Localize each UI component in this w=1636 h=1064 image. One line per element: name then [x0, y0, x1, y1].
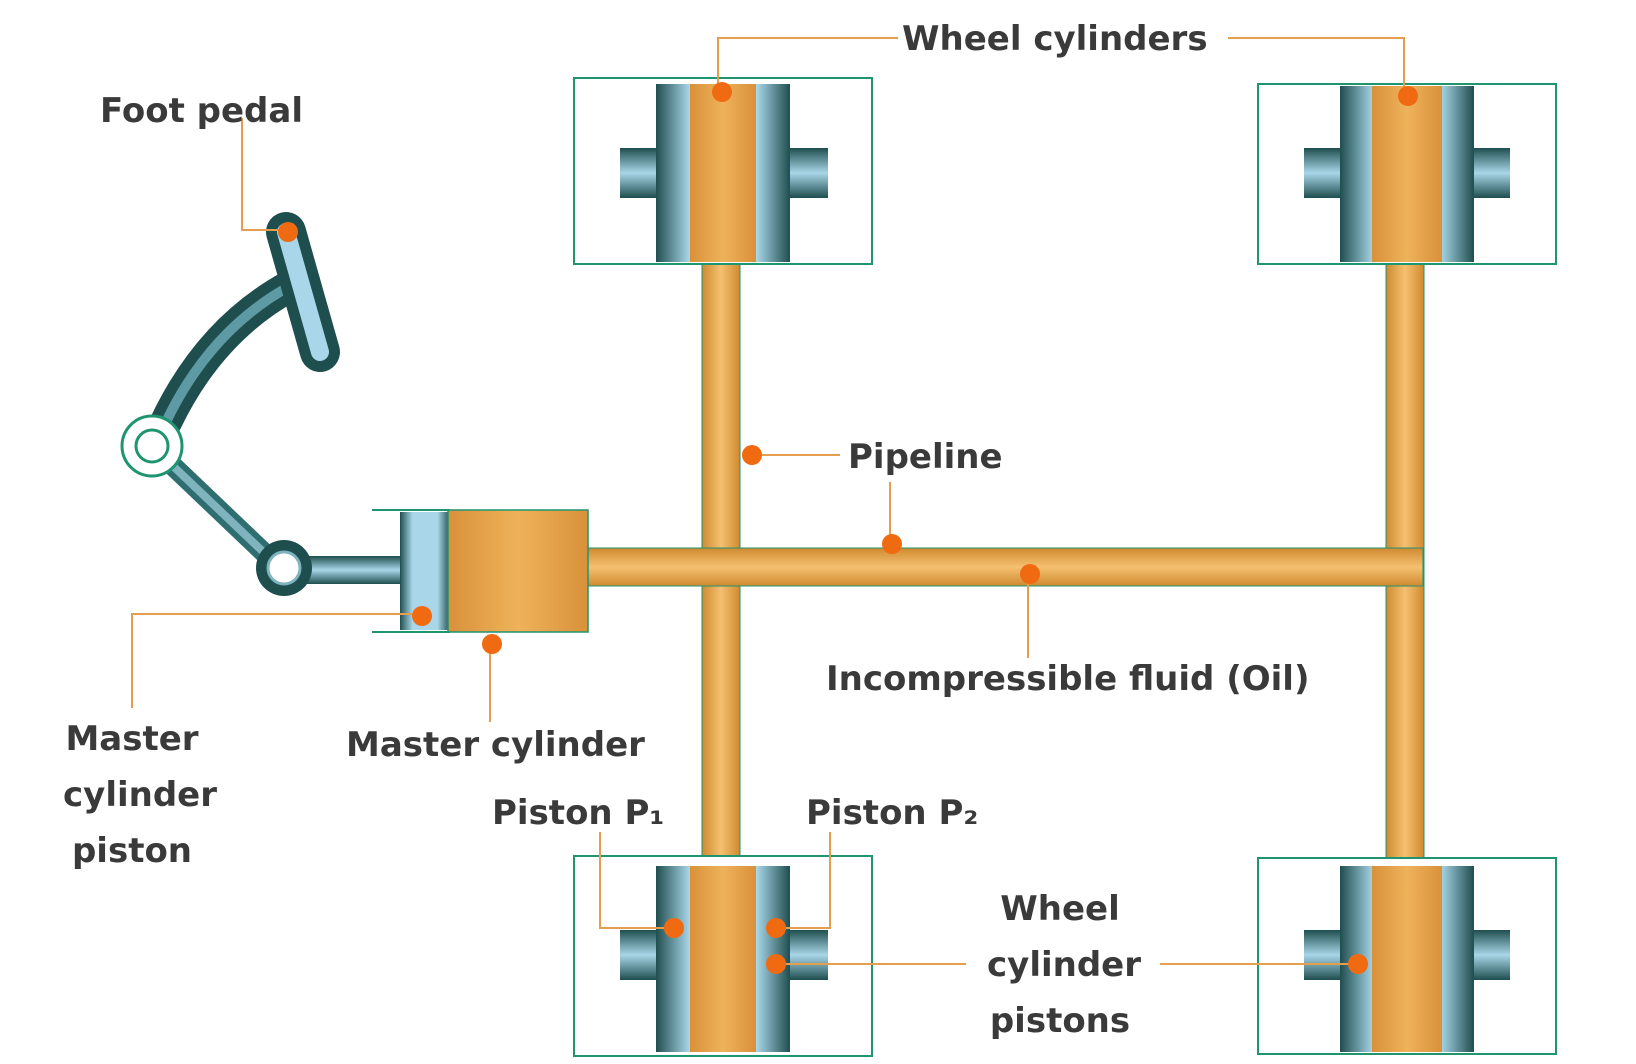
wheel-piston-marker-left — [766, 954, 786, 974]
wheel-cylinders-label: Wheel cylinders — [902, 19, 1208, 59]
master-piston-marker — [412, 606, 432, 626]
wheel-cylinder-top-right — [1257, 83, 1557, 265]
piston-p2-label: Piston P₂ — [806, 793, 978, 833]
fluid-marker — [1020, 564, 1040, 584]
labels: Foot pedal Wheel cylinders Pipeline Inco… — [63, 19, 1310, 1041]
pipeline-network — [584, 257, 1425, 869]
wheel-cylinder-marker-left — [712, 82, 732, 102]
master-cylinder-piston-label-line2: cylinder — [63, 775, 217, 815]
pipeline-label: Pipeline — [848, 437, 1003, 477]
wheel-cylinder-marker-right — [1398, 86, 1418, 106]
wheel-cylinder-pistons-label-line1: Wheel — [1000, 889, 1119, 929]
foot-pedal-assembly — [120, 212, 340, 596]
wheel-cylinder-bottom-right — [1257, 857, 1557, 1055]
piston-p1-label: Piston P₁ — [492, 793, 664, 833]
master-cylinder-piston-label-line3: piston — [72, 831, 192, 871]
marker-dots — [278, 82, 1418, 974]
wheel-piston-marker-right — [1348, 954, 1368, 974]
wheel-cylinder-pistons-label-line3: pistons — [990, 1001, 1130, 1041]
piston-p1-marker — [664, 918, 684, 938]
leader-lines — [131, 37, 1405, 965]
wheel-cylinder-pistons-label-line2: cylinder — [987, 945, 1141, 985]
foot-pedal-label: Foot pedal — [100, 91, 303, 131]
master-cylinder-marker — [482, 634, 502, 654]
wheel-cylinder-bottom-left — [573, 855, 873, 1057]
master-cylinder-piston-label-line1: Master — [65, 719, 198, 759]
incompressible-fluid-label: Incompressible fluid (Oil) — [826, 659, 1310, 699]
pipeline-marker-vertical — [742, 445, 762, 465]
pipeline-marker-horizontal — [882, 534, 902, 554]
foot-pedal-marker — [278, 222, 298, 242]
wheel-cylinder-top-left — [573, 77, 873, 265]
pipeline-horizontal — [584, 547, 1424, 587]
master-cylinder-fluid-chamber — [447, 509, 589, 633]
master-cylinder-rod — [300, 556, 406, 584]
master-cylinder-label: Master cylinder — [346, 725, 645, 765]
piston-p2-marker — [766, 918, 786, 938]
